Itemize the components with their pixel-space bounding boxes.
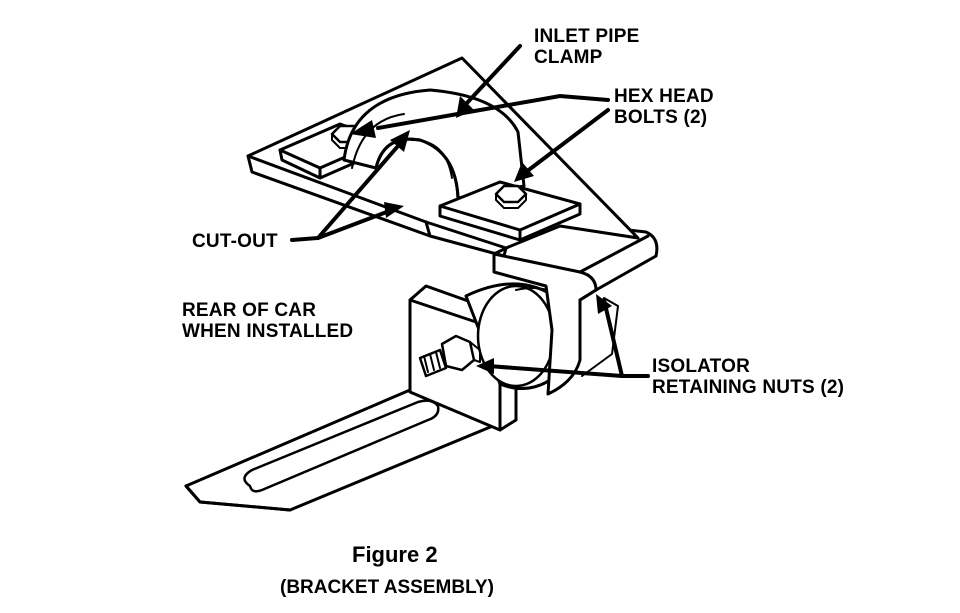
isolator-stud-nut [418,334,481,378]
label-isolator-line2: RETAINING NUTS (2) [652,377,845,398]
mounting-slot [243,399,440,493]
label-cut-out: CUT-OUT [192,231,278,252]
label-hex-head-bolts: HEX HEAD BOLTS (2) [614,86,714,128]
hex-bolt-right [494,184,528,209]
label-rear-of-car: REAR OF CAR WHEN INSTALLED [182,300,353,342]
label-isolator-retaining-nuts: ISOLATOR RETAINING NUTS (2) [652,356,844,398]
label-inlet-pipe-clamp: INLET PIPE CLAMP [534,26,639,68]
label-inlet-pipe-clamp-line1: INLET PIPE [534,26,640,47]
label-hex-head-bolts-line2: BOLTS (2) [614,107,708,128]
label-isolator-line1: ISOLATOR [652,356,751,377]
upper-angle-bracket [492,220,659,396]
label-inlet-pipe-clamp-line2: CLAMP [534,47,603,68]
label-rear-of-car-line1: REAR OF CAR [182,300,317,321]
figure-subtitle: (BRACKET ASSEMBLY) [280,577,494,598]
label-rear-of-car-line2: WHEN INSTALLED [182,321,354,342]
figure-title: Figure 2 [352,542,438,567]
inlet-pipe-clamp [342,88,526,200]
label-hex-head-bolts-line1: HEX HEAD [614,86,714,107]
leader-lines [290,44,650,378]
right-clamp-flange [438,180,582,242]
